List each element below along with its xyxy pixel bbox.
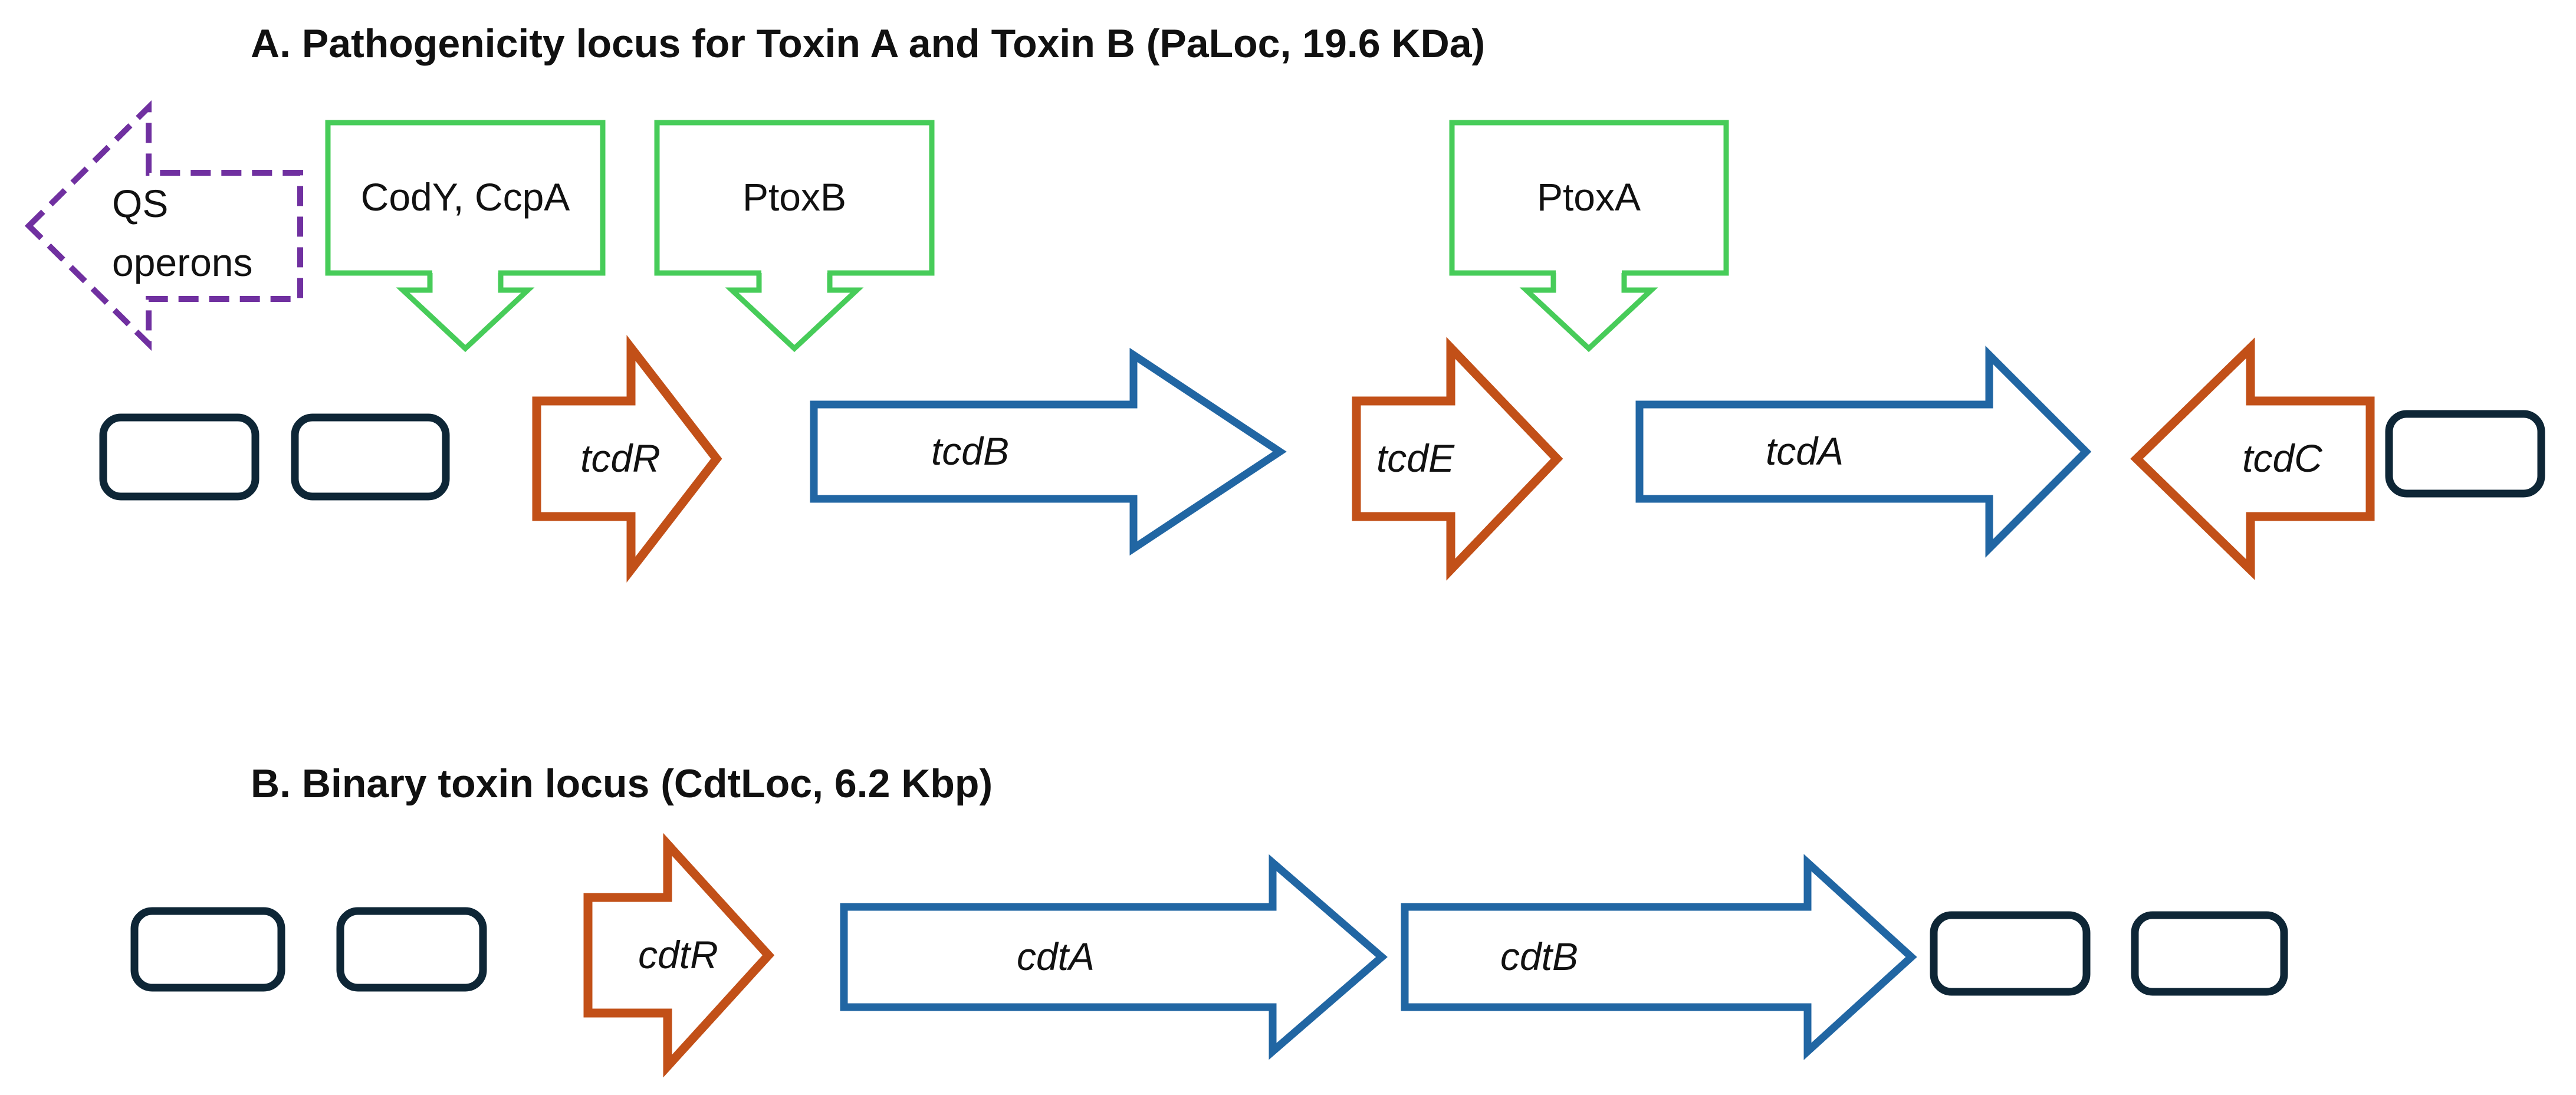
tcdB-label: tcdB [931,429,1009,473]
ptoxa-label: PtoxA [1537,175,1641,219]
cody-ccpa-callout: CodY, CcpA [325,120,606,353]
qs-operons-arrow: QS operons [24,100,303,351]
orf-box-a3 [2385,410,2545,498]
cody-ccpa-box [325,120,606,276]
cdtB-label: cdtB [1500,935,1578,978]
cody-ccpa-tail-arrow [396,273,535,353]
gene-arrow-tcdE: tcdE [1352,337,1563,581]
orf-box-a1 [99,413,259,501]
orf-box-b4 [2131,911,2288,996]
orf-box-b2 [336,907,487,992]
tcdR-arrow-shape [532,334,722,583]
cdtR-label: cdtR [638,933,718,976]
tcdE-label: tcdE [1376,436,1455,480]
section-a-title: A. Pathogenicity locus for Toxin A and T… [251,21,1485,66]
ptoxa-callout: PtoxA [1449,120,1729,353]
orf-box-a2 [291,413,450,501]
gene-arrow-cdtB: cdtB [1401,854,1917,1060]
gene-arrow-tcdA: tcdA [1635,346,2092,558]
tcdA-label: tcdA [1766,429,1844,473]
orf-box-b1 [130,907,285,992]
tcdR-label: tcdR [580,436,661,480]
gene-arrow-cdtA: cdtA [840,854,1388,1060]
gene-arrow-tcdB: tcdB [810,347,1287,556]
cdtB-arrow-shape [1401,854,1917,1060]
gene-arrow-tcdC: tcdC [2130,337,2375,580]
qs-operons-label-line1: QS [112,182,168,225]
ptoxa-tail-arrow [1519,273,1658,353]
ptoxa-box [1449,120,1729,276]
tcdB-arrow-shape [810,347,1287,556]
cody-ccpa-label: CodY, CcpA [361,175,570,219]
cdtR-arrow-shape [583,833,775,1078]
orf-box-b3 [1930,911,2091,996]
tcdE-arrow-shape [1352,337,1563,581]
ptoxb-tail-arrow [725,273,864,353]
tcdC-arrow-shape [2130,337,2375,580]
ptoxb-callout: PtoxB [654,120,935,353]
tcdA-arrow-shape [1635,346,2092,558]
section-b-title: B. Binary toxin locus (CdtLoc, 6.2 Kbp) [251,761,993,806]
section-a: A. Pathogenicity locus for Toxin A and T… [24,21,2545,583]
section-b: B. Binary toxin locus (CdtLoc, 6.2 Kbp) … [130,761,2288,1078]
ptoxb-label: PtoxB [742,175,846,219]
tcdC-label: tcdC [2242,436,2323,480]
qs-operons-arrow-shape [24,100,303,351]
cdtA-arrow-shape [840,854,1388,1060]
gene-arrow-cdtR: cdtR [583,833,775,1078]
qs-operons-label-line2: operons [112,241,253,284]
cdtA-label: cdtA [1017,935,1095,978]
gene-arrow-tcdR: tcdR [532,334,722,583]
